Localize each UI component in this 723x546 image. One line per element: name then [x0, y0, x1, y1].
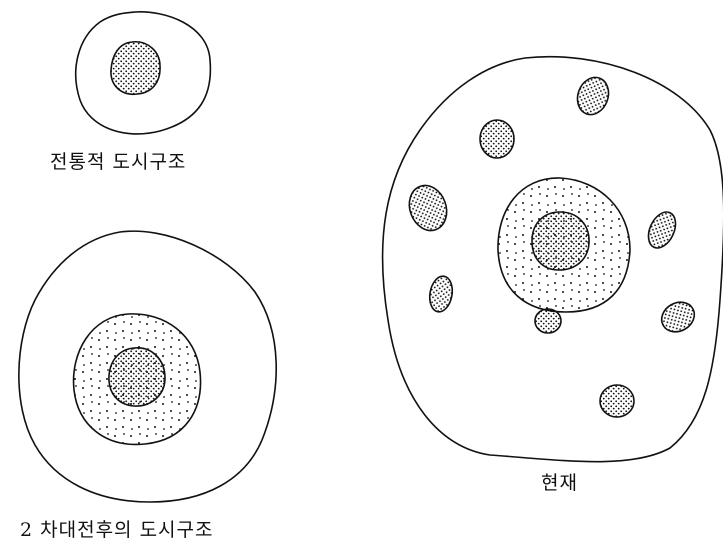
- current-city-label: 현재: [541, 468, 578, 495]
- current-city-core: [532, 212, 589, 270]
- postwar-city-label: 2 차대전후의 도시구조: [20, 515, 214, 542]
- postwar-city-figure: [19, 231, 276, 502]
- traditional-city-figure: [76, 12, 211, 134]
- current-city-figure: [383, 57, 723, 462]
- satellite-center-4: [643, 208, 681, 253]
- satellite-center-6: [535, 309, 561, 333]
- satellite-center-8: [600, 385, 634, 417]
- satellite-center-3: [403, 180, 453, 236]
- traditional-city-core: [111, 42, 160, 94]
- satellite-center-1: [572, 73, 613, 119]
- traditional-city-label: 전통적 도시구조: [50, 147, 186, 174]
- postwar-city-core: [109, 348, 165, 406]
- satellite-center-7: [656, 296, 699, 337]
- satellite-center-2: [480, 120, 514, 158]
- satellite-center-5: [427, 274, 455, 313]
